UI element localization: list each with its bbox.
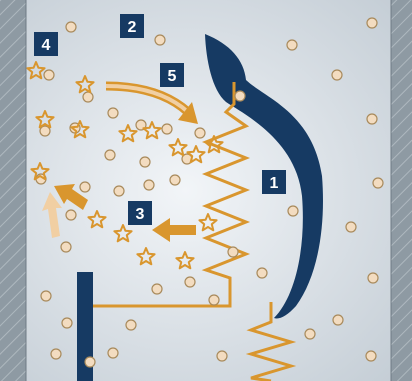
round-particle-icon [40, 290, 52, 302]
round-particle-icon [169, 174, 181, 186]
svg-text:5: 5 [168, 68, 177, 85]
label-1: 1 [262, 170, 286, 194]
round-particle-icon [286, 39, 298, 51]
diagonal-arrow-orange [54, 184, 88, 210]
round-particle-icon [151, 283, 163, 295]
round-particle-icon [143, 179, 155, 191]
round-particle-icon [304, 328, 316, 340]
star-particle-icon [186, 145, 206, 164]
label-5: 5 [160, 63, 184, 87]
round-particle-icon [113, 185, 125, 197]
round-particle-icon [104, 149, 116, 161]
round-particle-icon [216, 350, 228, 362]
star-particle-icon [118, 124, 138, 143]
round-particle-icon [65, 21, 77, 33]
round-particle-icon [82, 91, 94, 103]
round-particle-icon [139, 156, 151, 168]
round-particle-icon [331, 69, 343, 81]
star-particle-icon [75, 75, 95, 94]
svg-text:4: 4 [42, 37, 51, 54]
round-particle-icon [79, 181, 91, 193]
diagonal-arrow-light [42, 192, 62, 238]
round-particle-icon [39, 125, 51, 137]
round-particle-icon [345, 221, 357, 233]
curved-arrow-highlight [105, 84, 190, 114]
round-particle-icon [208, 294, 220, 306]
star-particles [26, 61, 224, 270]
round-particle-icon [234, 90, 246, 102]
left-arrow-3 [152, 218, 196, 242]
round-particle-icon [332, 314, 344, 326]
round-particle-icon [65, 209, 77, 221]
round-particle-icon [61, 317, 73, 329]
round-particle-icon [227, 246, 239, 258]
round-particle-icon [84, 356, 96, 368]
star-particle-icon [35, 110, 55, 129]
round-particle-icon [366, 113, 378, 125]
star-particle-icon [142, 121, 162, 140]
round-particle-icon [107, 347, 119, 359]
star-particle-icon [30, 162, 50, 181]
star-particle-icon [70, 120, 90, 139]
label-2: 2 [120, 14, 144, 38]
curved-arrow-head [178, 102, 198, 124]
label-3: 3 [128, 201, 152, 225]
round-particles [35, 17, 384, 368]
star-particle-icon [136, 247, 156, 266]
zigzag-wire [93, 82, 251, 308]
right-wall [391, 0, 412, 381]
star-particle-icon [198, 213, 218, 232]
round-particle-icon [125, 319, 137, 331]
round-particle-icon [372, 177, 384, 189]
star-particle-icon [175, 251, 195, 270]
round-particle-icon [366, 17, 378, 29]
star-particle-icon [168, 138, 188, 157]
round-particle-icon [50, 348, 62, 360]
round-particle-icon [43, 69, 55, 81]
star-particle-icon [87, 210, 107, 229]
star-particle-icon [113, 224, 133, 243]
lower-zigzag-wire [245, 302, 297, 381]
round-particle-icon [154, 34, 166, 46]
label-4: 4 [34, 32, 58, 56]
svg-text:1: 1 [270, 175, 279, 192]
round-particle-icon [367, 272, 379, 284]
star-particle-icon [204, 135, 224, 154]
round-particle-icon [287, 205, 299, 217]
round-particle-icon [194, 127, 206, 139]
vertical-electrode [77, 272, 93, 381]
round-particle-icon [107, 107, 119, 119]
round-particle-icon [161, 123, 173, 135]
round-particle-icon [184, 276, 196, 288]
round-particle-icon [365, 350, 377, 362]
left-wall [0, 0, 26, 381]
svg-text:3: 3 [136, 206, 145, 223]
round-particle-icon [256, 267, 268, 279]
round-particle-icon [60, 241, 72, 253]
svg-text:2: 2 [128, 19, 137, 36]
star-particle-icon [26, 61, 46, 80]
